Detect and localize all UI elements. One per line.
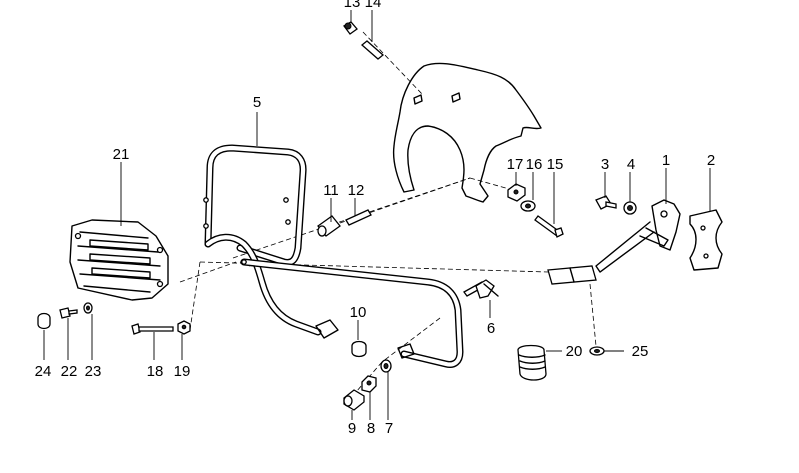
bracket-shield [392,62,542,203]
callout-19: 19 [174,363,191,380]
callout-13: 13 [344,0,361,11]
callout-1: 1 [662,152,670,169]
washer-25 [589,346,605,356]
callout-8: 8 [367,420,375,437]
nut-19 [177,320,191,335]
plate-2 [689,209,723,271]
sleeve-14 [360,40,385,60]
bolt-3 [595,195,617,210]
washer-4 [623,201,637,215]
callout-14: 14 [365,0,382,11]
grille-21 [69,219,169,301]
callout-20: 20 [566,343,583,360]
callout-17: 17 [507,156,524,173]
stud-12 [345,209,372,226]
washer-7 [380,359,392,373]
nut-17 [507,183,526,202]
callout-11: 11 [323,182,339,199]
cap-10 [351,340,367,358]
clamp-6 [463,279,499,299]
callout-10: 10 [350,304,367,321]
bracket-arm-1 [547,199,681,285]
assembly-guide-lines [179,31,597,393]
bellows-20 [517,344,547,381]
callout-16: 16 [526,156,543,173]
callout-9: 9 [348,420,356,437]
callout-18: 18 [147,363,164,380]
callout-24: 24 [35,363,52,380]
sleeve-11 [317,215,341,237]
washer-23 [83,302,93,314]
cap-24 [37,312,51,330]
callout-6: 6 [487,320,495,337]
callout-3: 3 [601,156,609,173]
washer-8 [361,375,377,393]
leader-lines [43,10,711,420]
callout-23: 23 [85,363,102,380]
callout-15: 15 [547,156,564,173]
callout-22: 22 [61,363,78,380]
bolt-18 [131,323,174,335]
callout-4: 4 [627,156,635,173]
callout-25: 25 [632,343,649,360]
callout-2: 2 [707,152,715,169]
screw-22 [59,307,78,319]
callout-7: 7 [385,420,393,437]
washer-16 [520,200,536,212]
cap-13 [343,21,358,35]
callout-5: 5 [253,94,261,111]
main-frame-5 [203,144,464,368]
callout-21: 21 [113,146,130,163]
callout-12: 12 [348,182,365,199]
bolt-15 [534,215,564,238]
callout-labels: 13 14 5 21 11 12 17 16 15 3 4 1 2 10 6 2… [35,0,716,437]
cap-9 [343,389,365,411]
